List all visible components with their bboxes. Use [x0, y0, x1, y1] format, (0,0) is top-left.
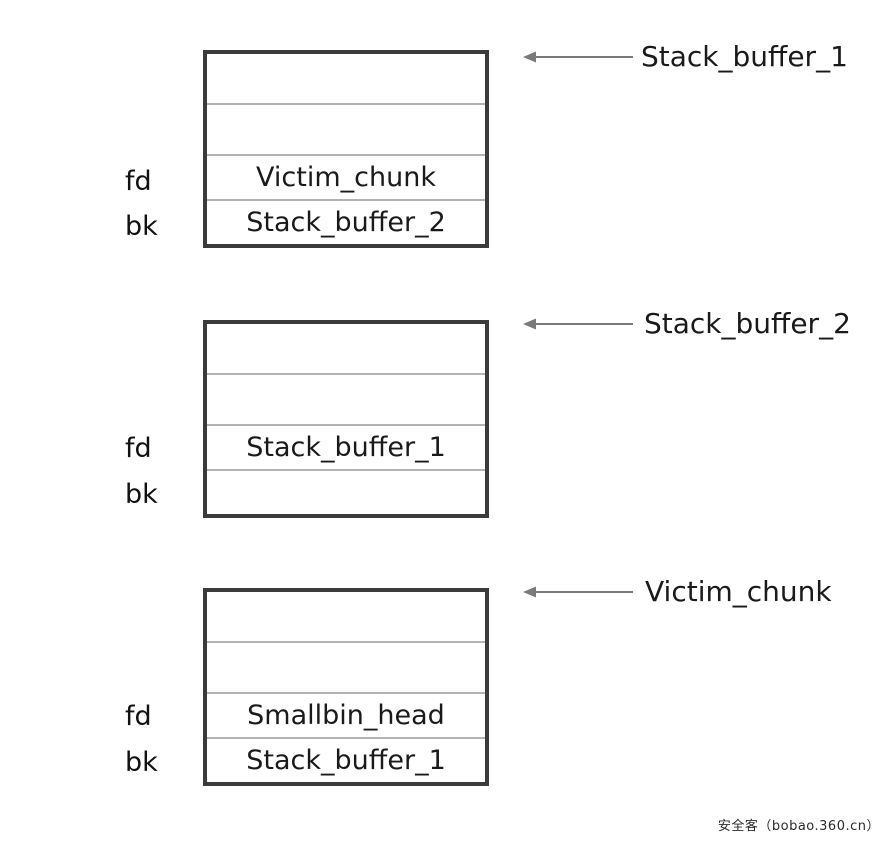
chunk-cell-value: Stack_buffer_1 — [246, 745, 446, 776]
chunk-box: Smallbin_head Stack_buffer_1 — [203, 588, 489, 786]
chunk-row-bk — [207, 471, 485, 514]
chunk-box: Stack_buffer_1 — [203, 320, 489, 518]
chunk-row — [207, 643, 485, 694]
chunk-cell-value: Smallbin_head — [247, 700, 445, 731]
chunk-row — [207, 375, 485, 426]
arrow-label-stack-buffer-2: Stack_buffer_2 — [644, 307, 851, 340]
chunk-box: Victim_chunk Stack_buffer_2 — [203, 50, 489, 248]
chunk-row — [207, 54, 485, 105]
arrow-label-victim-chunk: Victim_chunk — [645, 575, 832, 608]
arrow-label-stack-buffer-1: Stack_buffer_1 — [641, 40, 848, 73]
left-arrow-icon — [523, 586, 633, 598]
watermark: 安全客（bobao.360.cn） — [717, 819, 880, 834]
chunk-row-bk: Stack_buffer_2 — [207, 201, 485, 244]
bk-label: bk — [125, 747, 158, 778]
fd-label: fd — [125, 166, 152, 197]
chunk-row-bk: Stack_buffer_1 — [207, 739, 485, 782]
bk-label: bk — [125, 211, 158, 242]
left-arrow-icon — [523, 51, 633, 63]
chunk-cell-value: Victim_chunk — [256, 162, 436, 193]
pointer-arrow-victim-chunk — [523, 580, 635, 604]
chunk-row-fd: Smallbin_head — [207, 694, 485, 739]
chunk-row — [207, 324, 485, 375]
chunk-cell-value: Stack_buffer_1 — [246, 432, 446, 463]
fd-label: fd — [125, 701, 152, 732]
left-arrow-icon — [523, 318, 633, 330]
chunk-row — [207, 105, 485, 156]
chunk-cell-value: Stack_buffer_2 — [246, 207, 446, 238]
fd-label: fd — [125, 433, 152, 464]
pointer-arrow-stack-buffer-1 — [523, 45, 635, 69]
chunk-row-fd: Stack_buffer_1 — [207, 426, 485, 471]
chunk-row — [207, 592, 485, 643]
chunk-row-fd: Victim_chunk — [207, 156, 485, 201]
pointer-arrow-stack-buffer-2 — [523, 312, 635, 336]
bk-label: bk — [125, 479, 158, 510]
